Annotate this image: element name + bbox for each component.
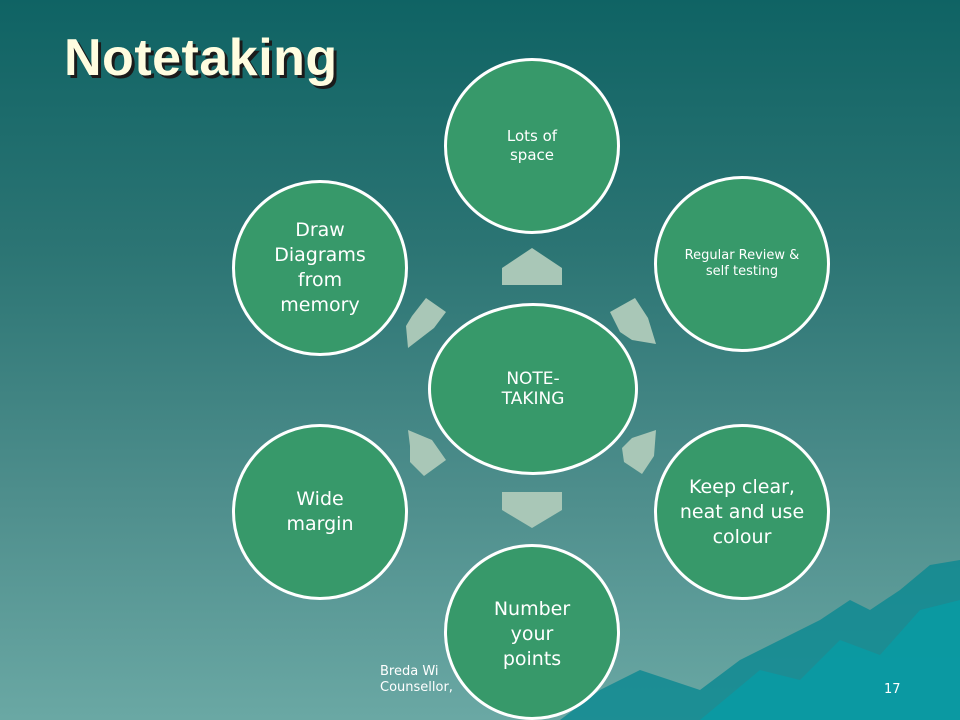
slide-number: 17	[884, 682, 901, 697]
arrow-down	[502, 492, 562, 528]
arrow-lower-right	[622, 430, 656, 474]
node-wide-margin: Wide margin	[232, 424, 408, 600]
arrow-upper-right	[610, 298, 656, 344]
center-node: NOTE-TAKING	[428, 303, 638, 475]
slide-title: Notetaking	[64, 29, 338, 87]
node-lots-of-space: Lots of space	[444, 58, 620, 234]
arrow-upper-left	[406, 298, 446, 348]
node-draw-diagrams: Draw Diagrams from memory	[232, 180, 408, 356]
arrow-up	[502, 248, 562, 285]
node-regular-review: Regular Review & self testing	[654, 176, 830, 352]
arrow-lower-left	[408, 430, 446, 476]
node-number-points: Number your points	[444, 544, 620, 720]
node-keep-clear: Keep clear, neat and use colour	[654, 424, 830, 600]
center-node-label: NOTE-TAKING	[501, 369, 565, 409]
footer-author: Breda Wi Counsellor,	[380, 664, 453, 696]
footer-author-line2: Counsellor,	[380, 680, 453, 695]
footer-author-line1: Breda Wi	[380, 664, 439, 679]
